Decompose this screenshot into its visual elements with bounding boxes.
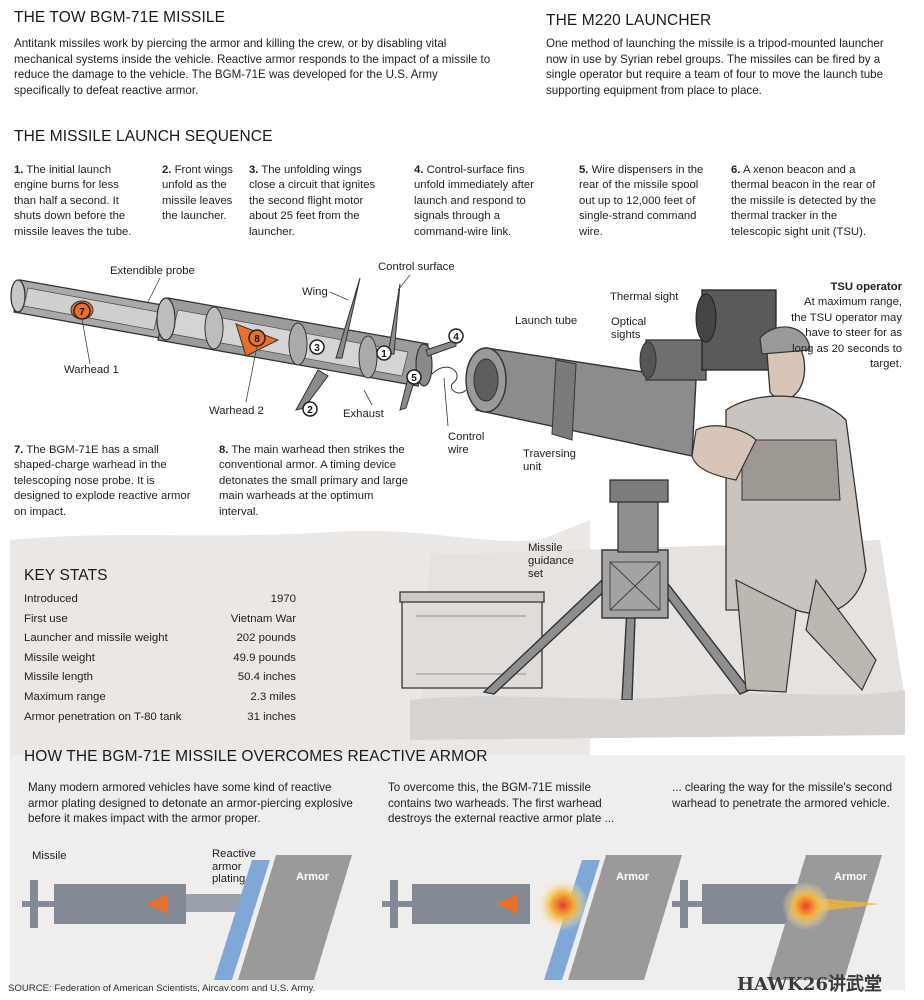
control-fin-rear [425, 339, 457, 357]
step-1: 1. The initial launch engine burns for l… [14, 164, 132, 238]
sequence-title: THE MISSILE LAUNCH SEQUENCE [14, 128, 273, 145]
stats-label: Launcher and missile weight [24, 632, 168, 645]
step-5: 5. Wire dispensers in the rear of the mi… [579, 164, 704, 238]
launcher-title: THE M220 LAUNCHER [546, 12, 712, 29]
step-7: 7. The BGM-71E has a small shaped-charge… [14, 444, 191, 518]
wing-bottom [295, 369, 329, 411]
stats-value: 202 pounds [236, 632, 296, 645]
stats-value: Vietnam War [230, 612, 296, 625]
stats-label: Maximum range [24, 691, 106, 703]
stats-value: 49.9 pounds [233, 651, 296, 664]
tripod [482, 549, 752, 700]
tsu-operator-figure [691, 326, 877, 693]
step-6: 6. A xenon beacon and a thermal beacon i… [731, 164, 877, 238]
optical-sights [639, 339, 707, 381]
label-warhead-1: Warhead 1 [64, 364, 119, 376]
stats-row: First use Vietnam War [24, 610, 296, 630]
step-4: 4. Control-surface fins unfold immediate… [414, 164, 534, 238]
warhead-1-charge [70, 300, 94, 320]
reactive-panel-1-text: Many modern armored vehicles have some k… [28, 781, 353, 825]
thermal-sight [695, 289, 777, 371]
guidance-set-box [399, 591, 545, 689]
launch-tube [465, 347, 697, 457]
label-missile: Missile [32, 850, 67, 862]
missile-body [156, 297, 433, 387]
missile-cutaway [10, 277, 467, 427]
label-control-wire: Control wire [448, 431, 485, 456]
stats-label: Missile length [24, 671, 94, 684]
stats-value: 1970 [270, 593, 296, 605]
stats-label: Introduced [24, 593, 78, 605]
label-control-surface: Control surface [378, 261, 455, 273]
stats-label: First use [24, 612, 68, 625]
stats-title: KEY STATS [24, 567, 108, 584]
stats-row: Launcher and missile weight 202 pounds [24, 629, 296, 649]
step-3: 3. The unfolding wings close a circuit t… [249, 164, 376, 238]
launcher-illustration [399, 289, 877, 700]
reactive-panel-3-text: ... clearing the way for the missile's s… [672, 781, 893, 810]
label-warhead-2: Warhead 2 [209, 405, 264, 417]
label-guidance-set: Missile guidance set [528, 542, 574, 580]
reactive-panel-2-text: To overcome this, the BGM-71E missile co… [388, 781, 615, 825]
stats-row: Maximum range 2.3 miles [24, 688, 296, 708]
stats-row: Missile length 50.4 inches [24, 668, 296, 688]
source-note: SOURCE: Federation of American Scientist… [8, 983, 316, 994]
label-launch-tube: Launch tube [515, 315, 578, 327]
label-reactive-plating: Reactive armor plating [212, 848, 256, 885]
stats-value: 31 inches [247, 710, 296, 723]
stats-row: Armor penetration on T-80 tank 31 inches [24, 708, 296, 728]
stats-table: Introduced 1970 First use Vietnam War Laun… [24, 590, 296, 730]
label-optical-sights: Optical sights [611, 316, 647, 341]
missile-title: THE TOW BGM-71E MISSILE [14, 9, 226, 26]
traversing-unit [609, 479, 669, 553]
control-wire-line [431, 366, 467, 394]
stats-label: Armor penetration on T-80 tank [24, 710, 182, 723]
label-exhaust: Exhaust [343, 408, 384, 420]
step-2: 2. Front wings unfold as the missile lea… [162, 164, 233, 223]
tsu-operator-title: TSU operator [830, 281, 902, 293]
reactive-title: HOW THE BGM-71E MISSILE OVERCOMES REACTI… [24, 748, 488, 765]
tsu-operator-callout: TSU operator At maximum range, the TSU o… [790, 281, 902, 373]
tsu-operator-text: At maximum range, the TSU operator may h… [791, 296, 902, 370]
stats-value: 2.3 miles [250, 691, 296, 703]
watermark: HAWK26讲武堂 [737, 974, 882, 995]
step-8: 8. The main warhead then strikes the con… [219, 444, 409, 518]
label-wing: Wing [302, 286, 328, 298]
launcher-intro: One method of launching the missile is a… [546, 37, 884, 97]
label-traversing-unit: Traversing unit [523, 448, 576, 473]
label-thermal-sight: Thermal sight [610, 291, 679, 303]
stats-row: Missile weight 49.9 pounds [24, 649, 296, 669]
wing-top [335, 277, 361, 359]
missile-intro: Antitank missiles work by piercing the a… [14, 37, 491, 97]
label-extendible-probe: Extendible probe [110, 265, 195, 277]
stats-label: Missile weight [24, 651, 95, 664]
stats-row: Introduced 1970 [24, 590, 296, 610]
stats-value: 50.4 inches [237, 671, 296, 684]
